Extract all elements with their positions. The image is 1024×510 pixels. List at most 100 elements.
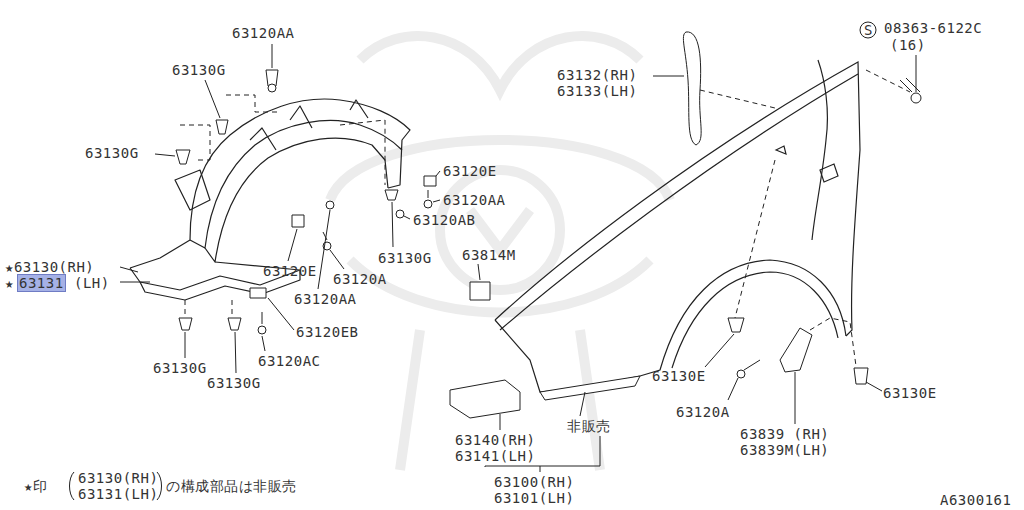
leader-lines-part xyxy=(120,282,150,283)
callout-number: 63120A xyxy=(676,404,730,420)
leader-lines-part xyxy=(653,76,684,77)
leader-lines-part xyxy=(795,372,796,424)
dashed-leader-lines xyxy=(180,70,910,366)
leader-lines-part xyxy=(728,378,738,400)
clips-and-screws-part xyxy=(470,282,490,300)
fender-liner xyxy=(130,99,410,300)
clips-and-screws-part xyxy=(292,215,304,227)
callout-number: 63101(LH) xyxy=(494,490,574,506)
leader-lines xyxy=(70,44,917,500)
fender-liner-part xyxy=(250,128,276,150)
leader-lines-part xyxy=(392,202,393,247)
watermark-helmet-part xyxy=(360,36,640,90)
seal-and-brackets-part xyxy=(683,32,701,145)
clips-and-screws-part xyxy=(737,370,745,378)
fender-liner-part xyxy=(205,138,388,262)
callout-number: 63120AC xyxy=(258,353,321,369)
leader-lines-part xyxy=(120,267,138,272)
callout-number: 63130G xyxy=(207,375,261,391)
clips-and-screws-part xyxy=(262,312,263,324)
leader-lines-part xyxy=(478,264,480,280)
leader-lines-part xyxy=(866,382,882,391)
clips-and-screws-part xyxy=(179,318,192,330)
fender-panel-part xyxy=(812,60,827,240)
highlighted-part-number: 63131 xyxy=(18,275,65,291)
callout-number: 63100(RH) xyxy=(494,474,574,490)
leader-lines-part xyxy=(705,334,734,367)
watermark-helmet-part xyxy=(400,330,600,470)
dashed-leader-lines-part xyxy=(866,70,910,92)
callout-number: 63120A xyxy=(333,271,387,287)
seal-and-brackets-part xyxy=(780,328,812,372)
leader-lines-part xyxy=(262,336,265,351)
callout-number: 63130(RH) xyxy=(78,470,158,486)
seal-and-brackets-part xyxy=(450,380,520,418)
leader-lines-part xyxy=(436,171,440,176)
callout-number: 63130G xyxy=(172,62,226,78)
dashed-leader-lines-part xyxy=(226,95,280,112)
callout-number: 63130E xyxy=(652,368,706,384)
clips-and-screws-part xyxy=(396,210,404,218)
clips-and-screws-part xyxy=(258,326,266,334)
clips-and-screws xyxy=(176,22,921,384)
seal-and-brackets xyxy=(450,32,812,418)
leader-lines-part xyxy=(318,210,330,289)
callout-number: 63120E xyxy=(443,163,497,179)
watermark-helmet xyxy=(330,36,670,470)
clips-and-screws-part xyxy=(854,368,868,384)
fender-liner-part xyxy=(175,170,210,210)
dashed-leader-lines-part xyxy=(735,160,775,318)
leader-lines-part xyxy=(500,414,501,430)
leader-lines-part xyxy=(330,250,344,269)
callout-number: ★ xyxy=(5,275,14,291)
fender-panel-part xyxy=(495,260,846,392)
leader-lines-part xyxy=(185,332,186,358)
callout-number: 63120E xyxy=(263,263,317,279)
leader-lines-part xyxy=(235,332,236,373)
callout-number: 63839M(LH) xyxy=(740,442,829,458)
callout-number: 63130G xyxy=(153,360,207,376)
leader-lines-part xyxy=(155,154,175,156)
callout-number: 63133(LH) xyxy=(557,83,637,99)
callout-number: 63839 (RH) xyxy=(740,426,829,442)
leader-lines-part xyxy=(433,200,440,202)
clips-and-screws-part xyxy=(744,360,760,370)
clips-and-screws-part xyxy=(268,84,276,92)
fender-liner-part xyxy=(290,106,312,128)
clips-and-screws-part xyxy=(216,120,228,134)
dashed-leader-lines-part xyxy=(810,318,856,366)
callout-number: (LH) xyxy=(74,275,110,291)
callout-number: 63120AA xyxy=(443,192,506,208)
clips-and-screws-part xyxy=(385,190,398,200)
clips-and-screws-part xyxy=(900,78,920,92)
callout-number: 63132(RH) xyxy=(557,67,637,83)
dashed-leader-lines-part xyxy=(700,90,775,108)
callout-number: 63140(RH) xyxy=(455,432,535,448)
fender-panel-part xyxy=(672,272,838,368)
leader-lines-part xyxy=(916,55,917,92)
callout-number: 63120AB xyxy=(413,212,476,228)
callout-number: 63130G xyxy=(85,145,139,161)
fender-panel-part xyxy=(820,164,838,182)
callout-number: の構成部品は非販売 xyxy=(166,478,297,494)
callout-number: 63131(LH) xyxy=(78,486,158,502)
fender-liner-part xyxy=(130,99,410,268)
callout-number: S xyxy=(864,22,873,38)
callout-number: 63141(LH) xyxy=(455,448,535,464)
leader-lines-part xyxy=(580,392,585,416)
leader-lines-part xyxy=(205,80,220,118)
fender-panel-part xyxy=(500,74,858,330)
leader-lines-part xyxy=(272,44,273,68)
fender-panel-part xyxy=(495,62,860,336)
dashed-leader-lines-part xyxy=(340,120,385,185)
callout-number: (16) xyxy=(890,37,926,53)
callout-number: 08363-6122C xyxy=(884,20,982,36)
part-number: 63131 xyxy=(19,275,64,291)
leader-lines-part xyxy=(268,298,294,330)
fender-panel-part xyxy=(776,146,786,154)
clips-and-screws-part xyxy=(228,318,241,330)
clips-and-screws-part xyxy=(424,176,436,186)
clips-and-screws-part xyxy=(860,22,876,38)
dashed-leader-lines-part xyxy=(180,125,210,160)
callout-number: 63130E xyxy=(883,385,937,401)
